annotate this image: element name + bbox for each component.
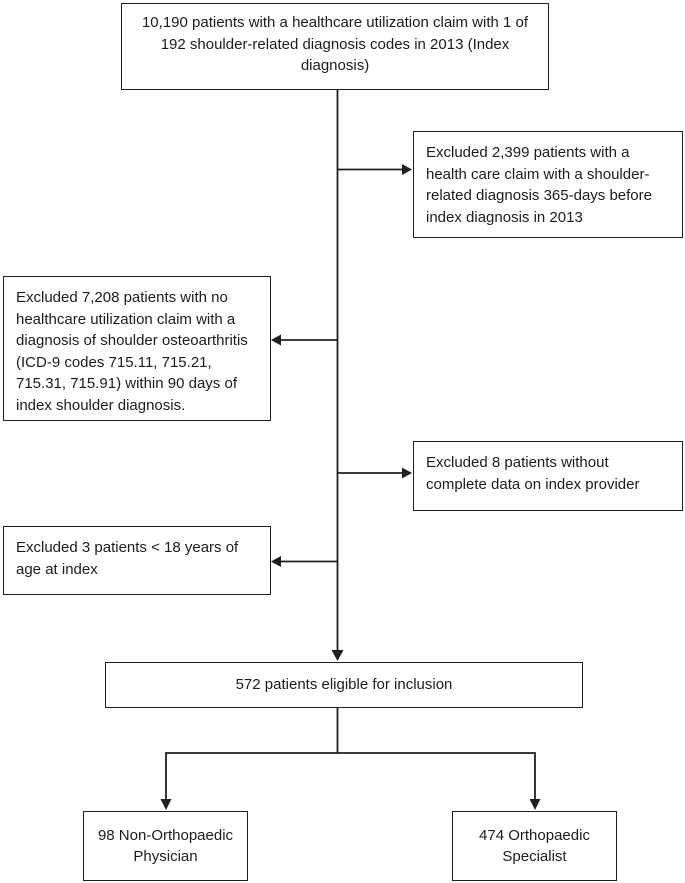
box-orthopaedic-specialist: 474 Orthopaedic Specialist bbox=[452, 811, 617, 881]
arrowhead-right-excl-prov bbox=[402, 467, 412, 479]
arrowhead-down-eligible bbox=[331, 650, 344, 661]
arrowhead-left-excl-oa bbox=[271, 334, 281, 346]
box-non-orthopaedic-physician: 98 Non-Orthopaedic Physician bbox=[83, 811, 248, 881]
box-excluded-under-18: Excluded 3 patients < 18 years of age at… bbox=[3, 526, 271, 595]
box-excluded-no-osteoarthritis: Excluded 7,208 patients with no healthca… bbox=[3, 276, 271, 421]
connector-outcome-split bbox=[165, 752, 536, 800]
arrowhead-right-excl-prior bbox=[402, 164, 412, 175]
box-excluded-prior-claim: Excluded 2,399 patients with a health ca… bbox=[413, 131, 683, 238]
box-excluded-incomplete-provider: Excluded 8 patients without complete dat… bbox=[413, 441, 683, 511]
arrowhead-down-nonortho bbox=[160, 799, 172, 810]
box-eligible-for-inclusion: 572 patients eligible for inclusion bbox=[105, 662, 583, 708]
arrowhead-down-ortho bbox=[529, 799, 541, 810]
arrowhead-left-excl-age bbox=[271, 556, 281, 567]
box-index-diagnosis: 10,190 patients with a healthcare utiliz… bbox=[121, 3, 549, 90]
